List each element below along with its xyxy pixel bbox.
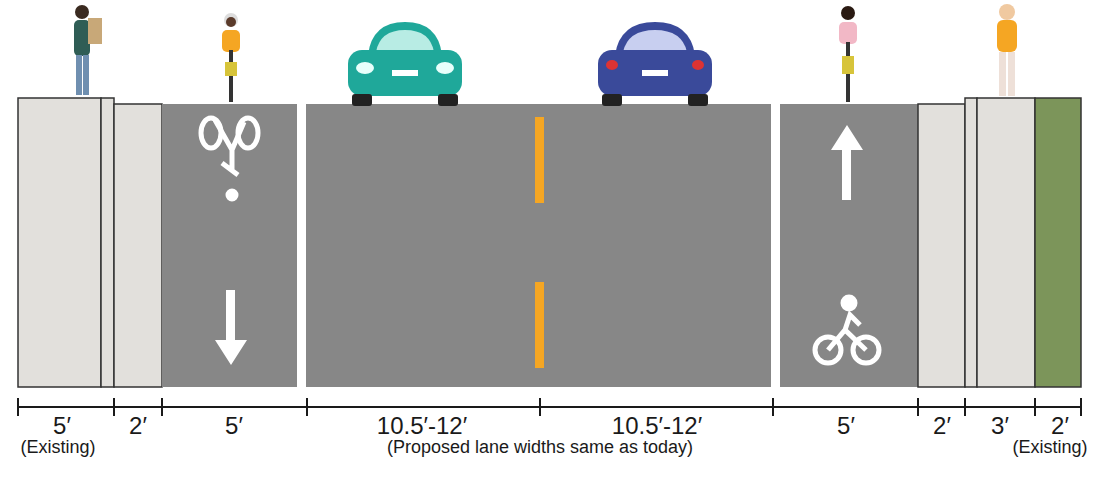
note-label: (Existing) <box>18 438 97 456</box>
lane-line <box>297 104 306 387</box>
pedestrian <box>997 4 1017 96</box>
sidewalk <box>977 98 1035 387</box>
car-front <box>348 22 462 106</box>
dimension-label: 2′ <box>1049 414 1071 438</box>
planting-strip <box>1035 98 1081 387</box>
direction-arrow <box>831 125 863 200</box>
street-bands <box>18 98 1081 387</box>
dimension-label: 2′ <box>127 414 149 438</box>
dimension-label: 10.5′-12′ <box>375 414 469 438</box>
buffer <box>114 104 162 387</box>
bike-symbol <box>815 297 879 363</box>
dimension-line <box>18 398 1081 416</box>
car-rear <box>598 22 712 106</box>
cyclist <box>222 13 240 102</box>
sharrow-symbol <box>201 118 258 199</box>
center-line <box>535 282 544 368</box>
sidewalk <box>18 98 101 387</box>
lane-line <box>771 104 780 387</box>
dimension-label: 5′ <box>835 414 857 438</box>
dimension-label: 5′ <box>223 414 245 438</box>
curb-strip <box>965 98 977 387</box>
dimension-label: 2′ <box>931 414 953 438</box>
pedestrian <box>74 5 102 95</box>
note-label: (Proposed lane widths same as today) <box>385 438 695 456</box>
note-label: (Existing) <box>1010 438 1089 456</box>
center-line <box>535 117 544 203</box>
curb-strip <box>101 98 114 387</box>
dimension-label: 10.5′-12′ <box>610 414 704 438</box>
buffer <box>918 104 965 387</box>
cyclist <box>839 6 857 102</box>
dimension-label: 3′ <box>989 414 1011 438</box>
direction-arrow <box>215 290 247 365</box>
roadway <box>162 104 918 387</box>
dimension-label: 5′ <box>51 414 73 438</box>
